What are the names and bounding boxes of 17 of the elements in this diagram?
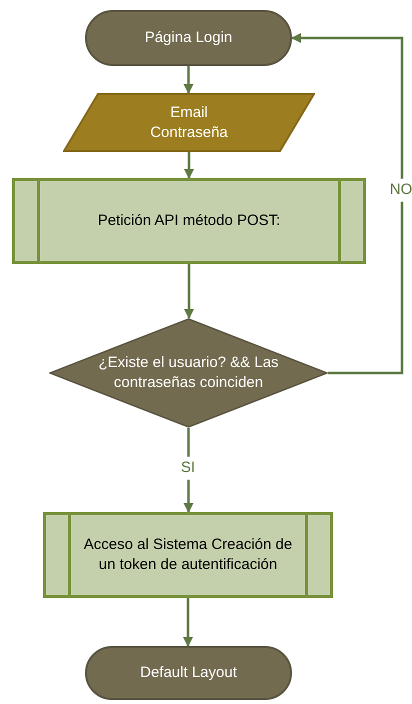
node-text: Acceso al Sistema Creación de un token de autentificación bbox=[84, 536, 292, 573]
arrow bbox=[184, 264, 194, 319]
node-text: Petición API método POST: bbox=[98, 212, 280, 229]
arrow bbox=[183, 598, 193, 647]
subprocess-box bbox=[43, 512, 333, 598]
decision-diamond bbox=[49, 318, 328, 428]
node-text: Email Contraseña bbox=[150, 104, 228, 140]
terminator bbox=[85, 646, 292, 700]
node-text: Default Layout bbox=[140, 662, 237, 683]
arrow bbox=[184, 152, 194, 179]
arrow bbox=[184, 66, 194, 94]
arrow bbox=[291, 33, 404, 374]
input-parallelogram bbox=[63, 93, 315, 152]
subprocess-box bbox=[12, 178, 366, 264]
node-text: Página Login bbox=[144, 28, 232, 48]
edge-label: NO bbox=[388, 178, 412, 202]
node-text: ¿Existe el usuario? && Las contraseñas coinciden bbox=[98, 354, 279, 391]
